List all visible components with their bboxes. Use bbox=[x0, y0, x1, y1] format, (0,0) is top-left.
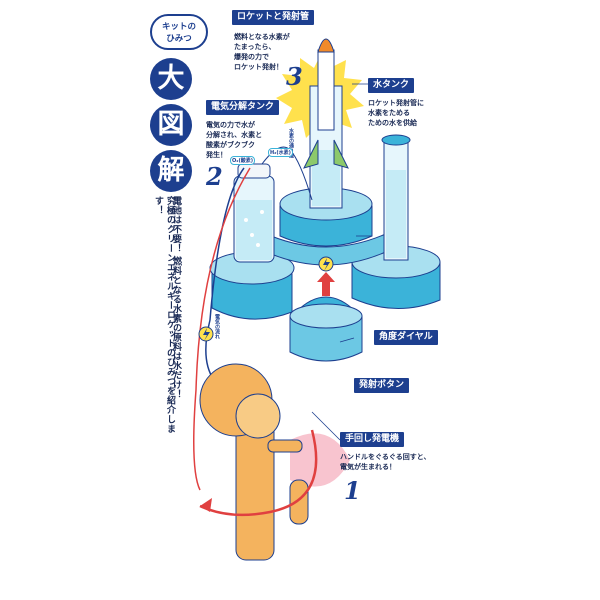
electric-wire bbox=[193, 167, 251, 491]
rocket-fin-left bbox=[303, 139, 319, 169]
electrolysis-bubbles bbox=[256, 243, 260, 247]
up-arrow-icon bbox=[317, 272, 335, 296]
electrolysis-bubbles bbox=[260, 210, 264, 214]
o2-tag: O₂(酸素) bbox=[230, 156, 256, 165]
launch-button-base bbox=[289, 315, 363, 362]
intro-line-1: 電池は不要！ 燃料となる水素の原料は水だけ！ bbox=[171, 196, 181, 400]
leader-line bbox=[339, 337, 355, 343]
water-tank-desc: ロケット発射管に 水素をためる ための水を供給 bbox=[368, 99, 424, 127]
leader-line bbox=[311, 411, 341, 441]
tank-number: 2 bbox=[206, 162, 223, 191]
electric-path-label: 電気の流れ bbox=[214, 314, 220, 339]
rocket-label: ロケットと発射管 bbox=[232, 10, 315, 25]
water-tank-cap bbox=[381, 134, 411, 146]
hydrogen-path-label: 水素の通り道 bbox=[288, 128, 294, 158]
intro-line-2: 究極のクリーンエネルギーロケットのひみつを紹介します！ bbox=[153, 196, 175, 434]
generator-ring bbox=[235, 393, 281, 439]
tank-label: 電気分解タンク bbox=[206, 100, 280, 115]
h2-tag: H₂(水素) bbox=[268, 148, 293, 157]
angle-dial-label: 角度ダイヤル bbox=[374, 330, 438, 345]
generator-red-glow bbox=[290, 433, 350, 487]
title-char-2: 図 bbox=[150, 104, 192, 146]
water-tank-water bbox=[386, 170, 406, 258]
launch-button-label: 発射ボタン bbox=[354, 378, 410, 393]
generator-number: 1 bbox=[344, 476, 361, 505]
crank-handle bbox=[289, 479, 309, 525]
rocket-body bbox=[317, 49, 335, 131]
generator-label: 手回し発電機 bbox=[340, 432, 405, 447]
rocket-fin-right bbox=[333, 139, 349, 169]
rocket-nose bbox=[317, 38, 335, 53]
electric-wire bbox=[205, 167, 245, 381]
launch-button-top bbox=[289, 303, 363, 329]
lightning-icon bbox=[203, 328, 210, 341]
rocket-desc: 燃料となる水素が たまったら、 爆発の力で ロケット発射！ bbox=[234, 33, 290, 71]
title-char-1: 大 bbox=[150, 58, 192, 100]
generator-desc: ハンドルをぐるぐる回すと、 電気が生まれる！ bbox=[340, 453, 431, 471]
rotation-arrow-head-icon bbox=[200, 498, 212, 512]
electrolysis-bubbles bbox=[250, 233, 254, 237]
crank-arm bbox=[267, 439, 303, 453]
kit-secret-bubble: キットの ひみつ bbox=[150, 14, 208, 50]
electrolysis-bubbles bbox=[244, 218, 248, 222]
generator-shaft bbox=[235, 419, 275, 561]
lightning-icon bbox=[323, 258, 330, 271]
title-char-3: 解 bbox=[150, 150, 192, 192]
water-tank-label: 水タンク bbox=[368, 78, 415, 93]
electrolysis-tank-water bbox=[236, 200, 272, 260]
rotation-arrow-icon bbox=[199, 429, 318, 517]
tank-desc: 電気の力で水が 分解され、水素と 酸素がブクブク 発生！ bbox=[206, 121, 263, 159]
rocket-number: 3 bbox=[286, 62, 303, 91]
